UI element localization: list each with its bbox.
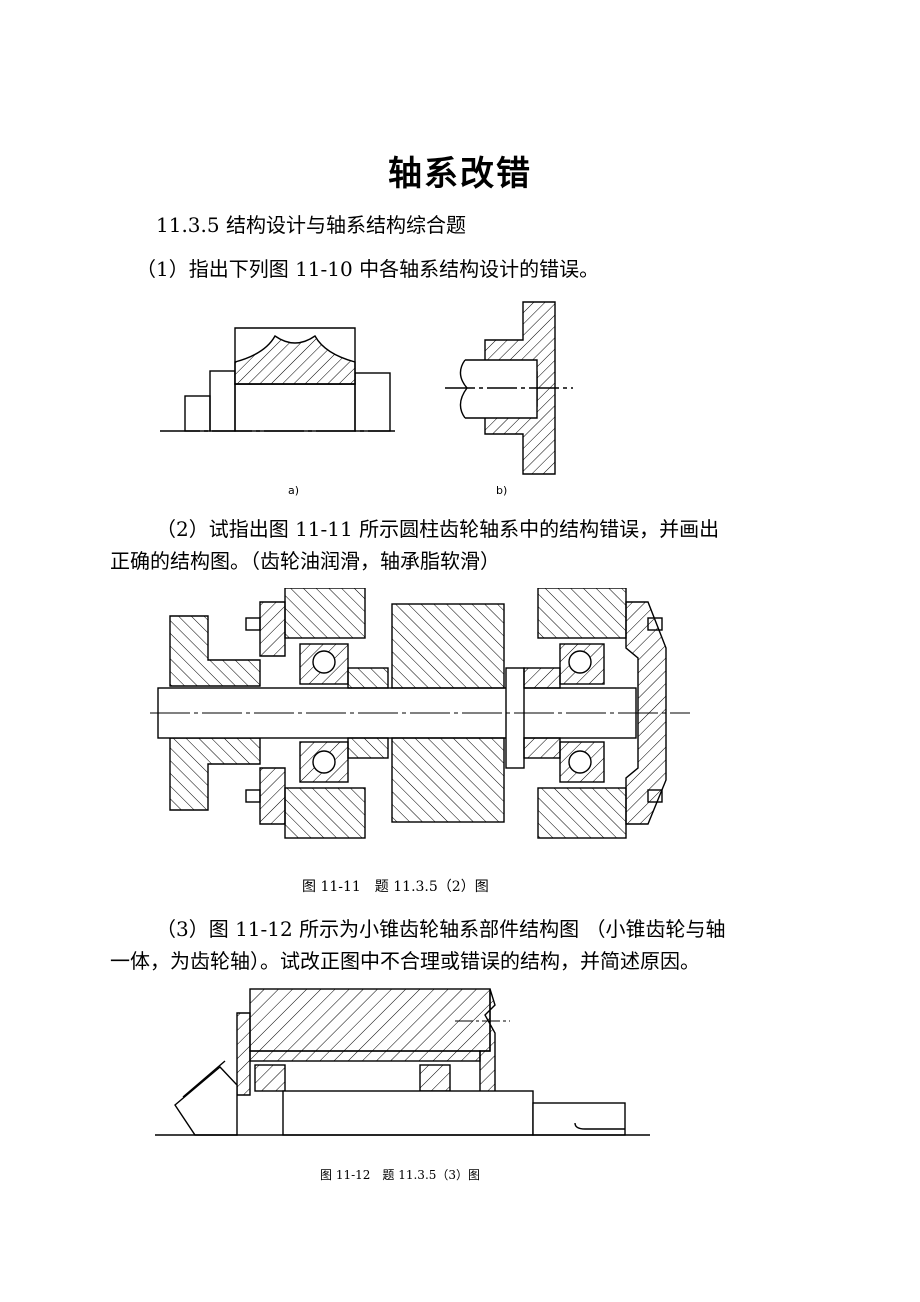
section-heading: 11.3.5 结构设计与轴系结构综合题 (156, 213, 466, 237)
question-3-line-2: 一体，为齿轮轴）。试改正图中不合理或错误的结构，并简述原因。 (110, 949, 700, 973)
figure-11-10 (155, 296, 585, 496)
figure-b-label: b) (496, 484, 508, 497)
question-1-text: （1）指出下列图 11-10 中各轴系结构设计的错误。 (136, 257, 600, 281)
question-2-line-2: 正确的结构图。（齿轮油润滑，轴承脂软滑） (110, 549, 500, 573)
figure-11-11 (150, 588, 690, 844)
question-3-line-1: （3）图 11-12 所示为小锥齿轮轴系部件结构图 （小锥齿轮与轴 (156, 917, 726, 941)
figure-11-12 (155, 985, 655, 1140)
figure-11-11-caption: 图 11-11 题 11.3.5（2）图 (302, 879, 489, 895)
figure-a-label: a) (288, 484, 300, 497)
page-title: 轴系改错 (388, 154, 532, 194)
figure-b-drawing (445, 301, 573, 475)
figure-11-12-caption: 图 11-12 题 11.3.5（3）图 (320, 1168, 481, 1182)
question-2-line-1: （2）试指出图 11-11 所示圆柱齿轮轴系中的结构错误，并画出 (156, 517, 720, 541)
figure-a-drawing (160, 327, 395, 432)
